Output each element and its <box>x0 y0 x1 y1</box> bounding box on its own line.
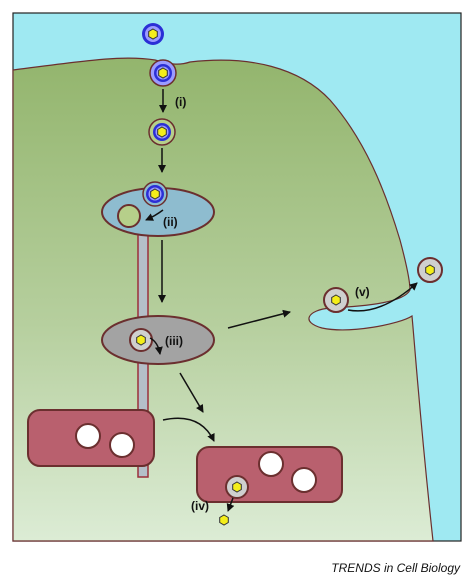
intraluminal-vesicle-icon <box>258 451 284 477</box>
step-label-ii: (ii) <box>163 215 178 229</box>
viral-core-icon <box>219 514 229 526</box>
intraluminal-vesicle-icon <box>75 423 101 449</box>
intraluminal-vesicle-icon <box>117 204 141 228</box>
virus-particle-icon <box>149 59 177 87</box>
virus-particle-icon <box>148 118 176 146</box>
arrow-icon <box>179 372 204 413</box>
arrow-icon <box>162 417 215 442</box>
arrow-icon <box>145 209 164 221</box>
step-label-i: (i) <box>175 95 186 109</box>
intraluminal-vesicle-icon <box>109 432 135 458</box>
arrow-icon <box>227 309 291 329</box>
virus-particle-icon <box>129 328 153 352</box>
virus-particle-icon <box>142 181 168 207</box>
multivesicular-body <box>101 315 215 365</box>
arrow-icon <box>149 337 163 355</box>
step-label-iv: (iv) <box>191 499 209 513</box>
step-label-v: (v) <box>355 285 370 299</box>
intraluminal-vesicle-icon <box>291 467 317 493</box>
virus-particle-icon <box>417 257 443 283</box>
figure-credit: TRENDS in Cell Biology <box>331 561 460 575</box>
arrow-icon <box>226 497 235 512</box>
step-label-iii: (iii) <box>165 334 183 348</box>
virus-particle-icon <box>142 23 164 45</box>
virus-particle-icon <box>225 475 249 499</box>
arrow-icon <box>347 282 418 312</box>
virus-particle-icon <box>323 287 349 313</box>
